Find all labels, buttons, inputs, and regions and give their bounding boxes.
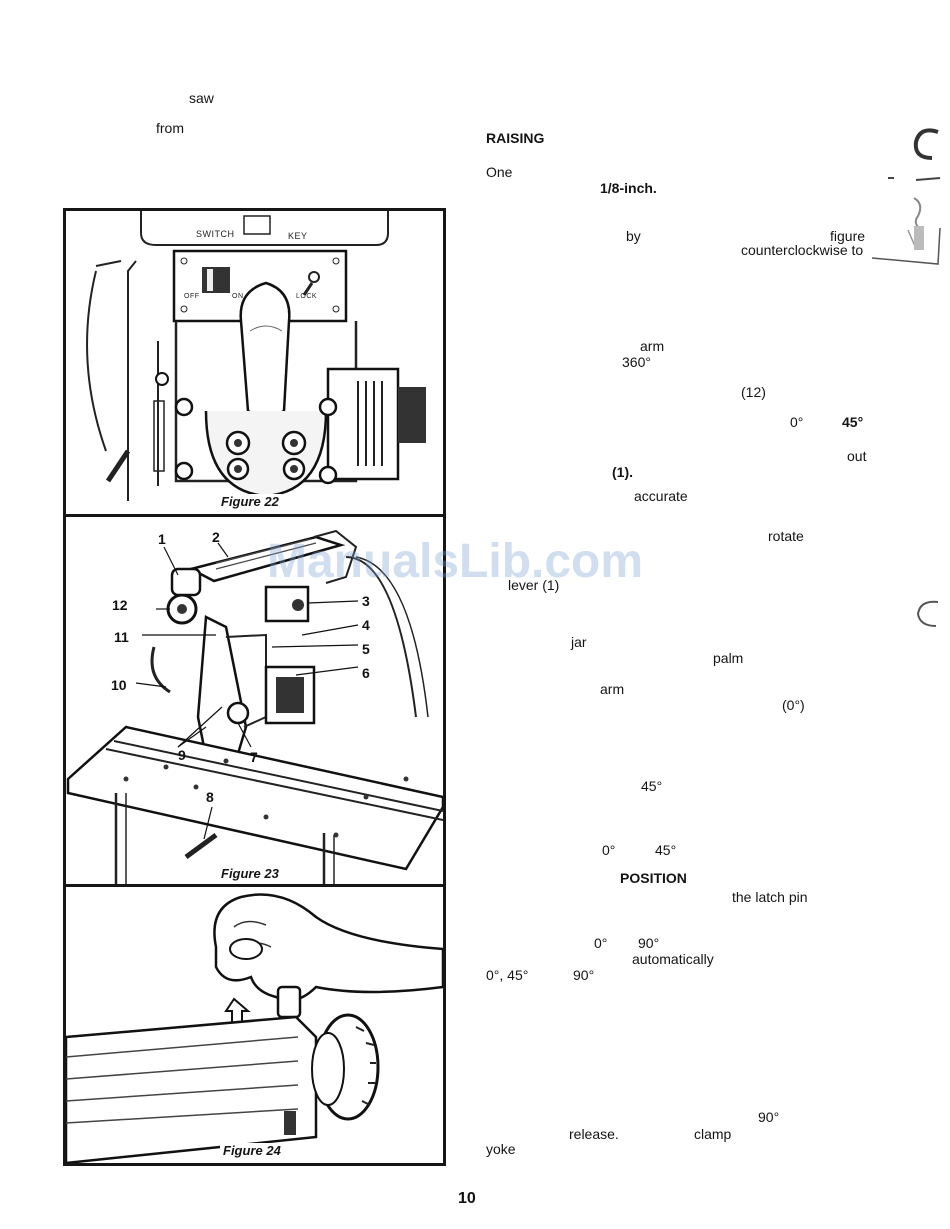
- text-0-b: (0°): [782, 697, 805, 713]
- text-1: (1).: [612, 464, 633, 480]
- callout-8: 8: [206, 789, 214, 805]
- left-text-saw: saw: [189, 90, 214, 106]
- figure-22-caption: Figure 22: [218, 494, 282, 509]
- text-eighth-inch: 1/8-inch.: [600, 180, 657, 196]
- callout-10: 10: [111, 677, 127, 693]
- figure-22-panel: SWITCH KEY OFF ON LOCK Figure 22: [66, 211, 443, 514]
- lock-label: LOCK: [296, 293, 318, 300]
- figure-24-illustration: [66, 893, 443, 1163]
- text-12: (12): [741, 384, 766, 400]
- text-by: by: [626, 228, 641, 244]
- margin-scribble: [871, 177, 941, 265]
- text-arm-1: arm: [640, 338, 665, 354]
- text-90-c: 90°: [758, 1109, 780, 1125]
- callout-3: 3: [362, 593, 370, 609]
- binder-hole-top: [913, 128, 939, 160]
- text-jar: jar: [571, 634, 587, 650]
- callout-7: 7: [250, 749, 258, 765]
- callout-12: 12: [112, 597, 128, 613]
- text-yoke: yoke: [486, 1141, 516, 1157]
- heading-position: POSITION: [620, 870, 687, 886]
- text-90-b: 90°: [573, 967, 595, 983]
- text-figure: figure: [830, 228, 866, 244]
- callout-11: 11: [114, 629, 129, 645]
- figure-23-panel: 1 2 3 4 5 6 7 8 9 10 11 12 Figure 23: [66, 517, 443, 884]
- text-angles: 0°, 45°: [486, 967, 529, 983]
- figure-22-illustration: [86, 211, 426, 501]
- text-360: 360°: [622, 354, 651, 370]
- binder-hole-bottom: [916, 600, 939, 627]
- callout-5: 5: [362, 641, 370, 657]
- heading-raising: RAISING: [486, 130, 545, 146]
- figure-24-panel: Figure 24: [66, 887, 443, 1163]
- text-45-c: 45°: [655, 842, 677, 858]
- text-one: One: [486, 164, 513, 180]
- figure-23-illustration: [66, 529, 443, 884]
- callout-2: 2: [212, 529, 220, 545]
- callout-6: 6: [362, 665, 370, 681]
- figure-divider-2: [66, 884, 443, 887]
- text-45-b: 45°: [641, 778, 663, 794]
- text-accurate: accurate: [634, 488, 688, 504]
- watermark: ManualsLib.com: [267, 535, 644, 588]
- figure-frame: SWITCH KEY OFF ON LOCK Figure 22: [63, 208, 446, 1166]
- text-palm: palm: [713, 650, 744, 666]
- text-rotate: rotate: [768, 528, 804, 544]
- text-clamp: clamp: [694, 1126, 732, 1142]
- figure-24-caption: Figure 24: [220, 1143, 284, 1158]
- text-counterclockwise: counterclockwise to: [741, 242, 864, 258]
- text-0-d: 0°: [594, 935, 608, 951]
- on-label: ON: [232, 293, 244, 300]
- key-label: KEY: [288, 231, 308, 241]
- text-arm-2: arm: [600, 681, 625, 697]
- text-automatically: automatically: [632, 951, 714, 967]
- text-lever: lever (1): [508, 577, 560, 593]
- figure-divider-1: [66, 514, 443, 517]
- left-text-from: from: [156, 120, 184, 136]
- figure-23-caption: Figure 23: [218, 866, 282, 881]
- text-0-a: 0°: [790, 414, 804, 430]
- text-release: release.: [569, 1126, 619, 1142]
- callout-1: 1: [158, 531, 166, 547]
- switch-label: SWITCH: [196, 229, 235, 239]
- text-90-a: 90°: [638, 935, 660, 951]
- page-number: 10: [458, 1190, 476, 1207]
- text-out: out: [847, 448, 867, 464]
- callout-4: 4: [362, 617, 370, 633]
- text-latch-pin: the latch pin: [732, 889, 808, 905]
- text-45-a: 45°: [842, 414, 864, 430]
- callout-9: 9: [178, 747, 186, 763]
- off-label: OFF: [184, 293, 200, 300]
- text-0-c: 0°: [602, 842, 616, 858]
